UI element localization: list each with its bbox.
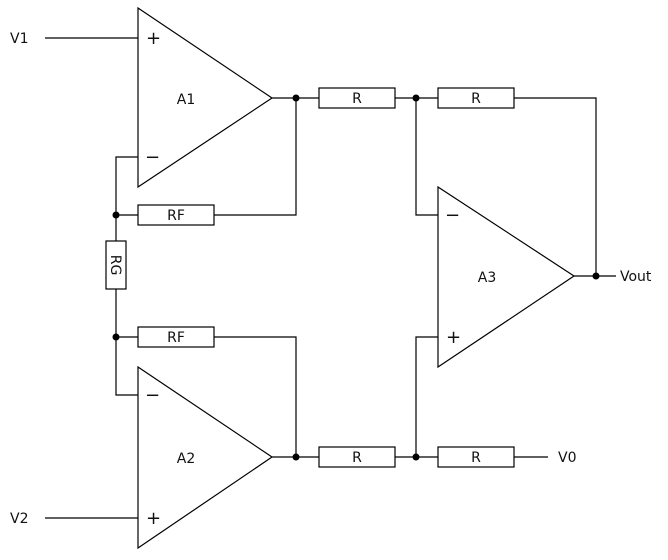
op-amp-a1-label: A1 <box>177 92 195 108</box>
resistor-r-a2-out: R <box>318 446 396 468</box>
a2-plus-sign: + <box>146 508 161 529</box>
a1-inverting-wire <box>115 156 138 241</box>
op-amp-a2-label: A2 <box>177 451 195 467</box>
rf-bottom-right-wire <box>214 336 297 457</box>
junction-dot <box>412 94 420 102</box>
op-amp-a1: + − A1 <box>137 6 274 189</box>
op-amp-a2-body <box>137 365 274 550</box>
resistor-rg: RG <box>105 240 127 290</box>
a3-minus-sign: − <box>445 205 460 226</box>
junction-dot <box>112 211 120 219</box>
v0-label: V0 <box>558 450 576 466</box>
vout-label: Vout <box>620 269 652 285</box>
junction-dot <box>412 453 420 461</box>
resistor-rf-bottom: RF <box>137 326 215 348</box>
junction-dot <box>292 453 300 461</box>
resistor-rf-top: RF <box>137 204 215 226</box>
op-amp-a2: − + A2 <box>137 365 274 550</box>
resistor-r-ref-label: R <box>471 450 481 466</box>
a2-minus-sign: − <box>145 385 160 406</box>
a1-plus-sign: + <box>146 28 161 49</box>
a3-plus-sign: + <box>446 327 461 348</box>
resistor-r-feedback-label: R <box>471 91 481 107</box>
junction-dot <box>292 94 300 102</box>
resistor-rf-top-label: RF <box>167 208 185 224</box>
resistor-r-ref: R <box>437 446 515 468</box>
resistor-rg-label: RG <box>107 255 123 276</box>
junction-dot <box>592 272 600 280</box>
v1-label: V1 <box>10 31 28 47</box>
resistor-r-a1-out-label: R <box>352 91 362 107</box>
resistor-r-feedback: R <box>437 87 515 109</box>
op-amp-a1-body <box>137 6 274 189</box>
r-feedback-right-wire <box>514 97 597 276</box>
a1-minus-sign: − <box>145 147 160 168</box>
a3-inverting-wire <box>415 98 438 216</box>
resistor-r-a2-out-label: R <box>352 450 362 466</box>
a2-inverting-wire <box>115 289 138 396</box>
rf-top-right-wire <box>214 98 297 216</box>
v2-label: V2 <box>10 511 28 527</box>
a3-noninverting-wire <box>415 336 438 457</box>
op-amp-a3-label: A3 <box>478 270 496 286</box>
resistor-rf-bottom-label: RF <box>167 330 185 346</box>
resistor-r-a1-out: R <box>318 87 396 109</box>
junction-dot <box>112 333 120 341</box>
op-amp-a3: − + A3 <box>437 185 576 369</box>
op-amp-a3-body <box>437 185 576 369</box>
